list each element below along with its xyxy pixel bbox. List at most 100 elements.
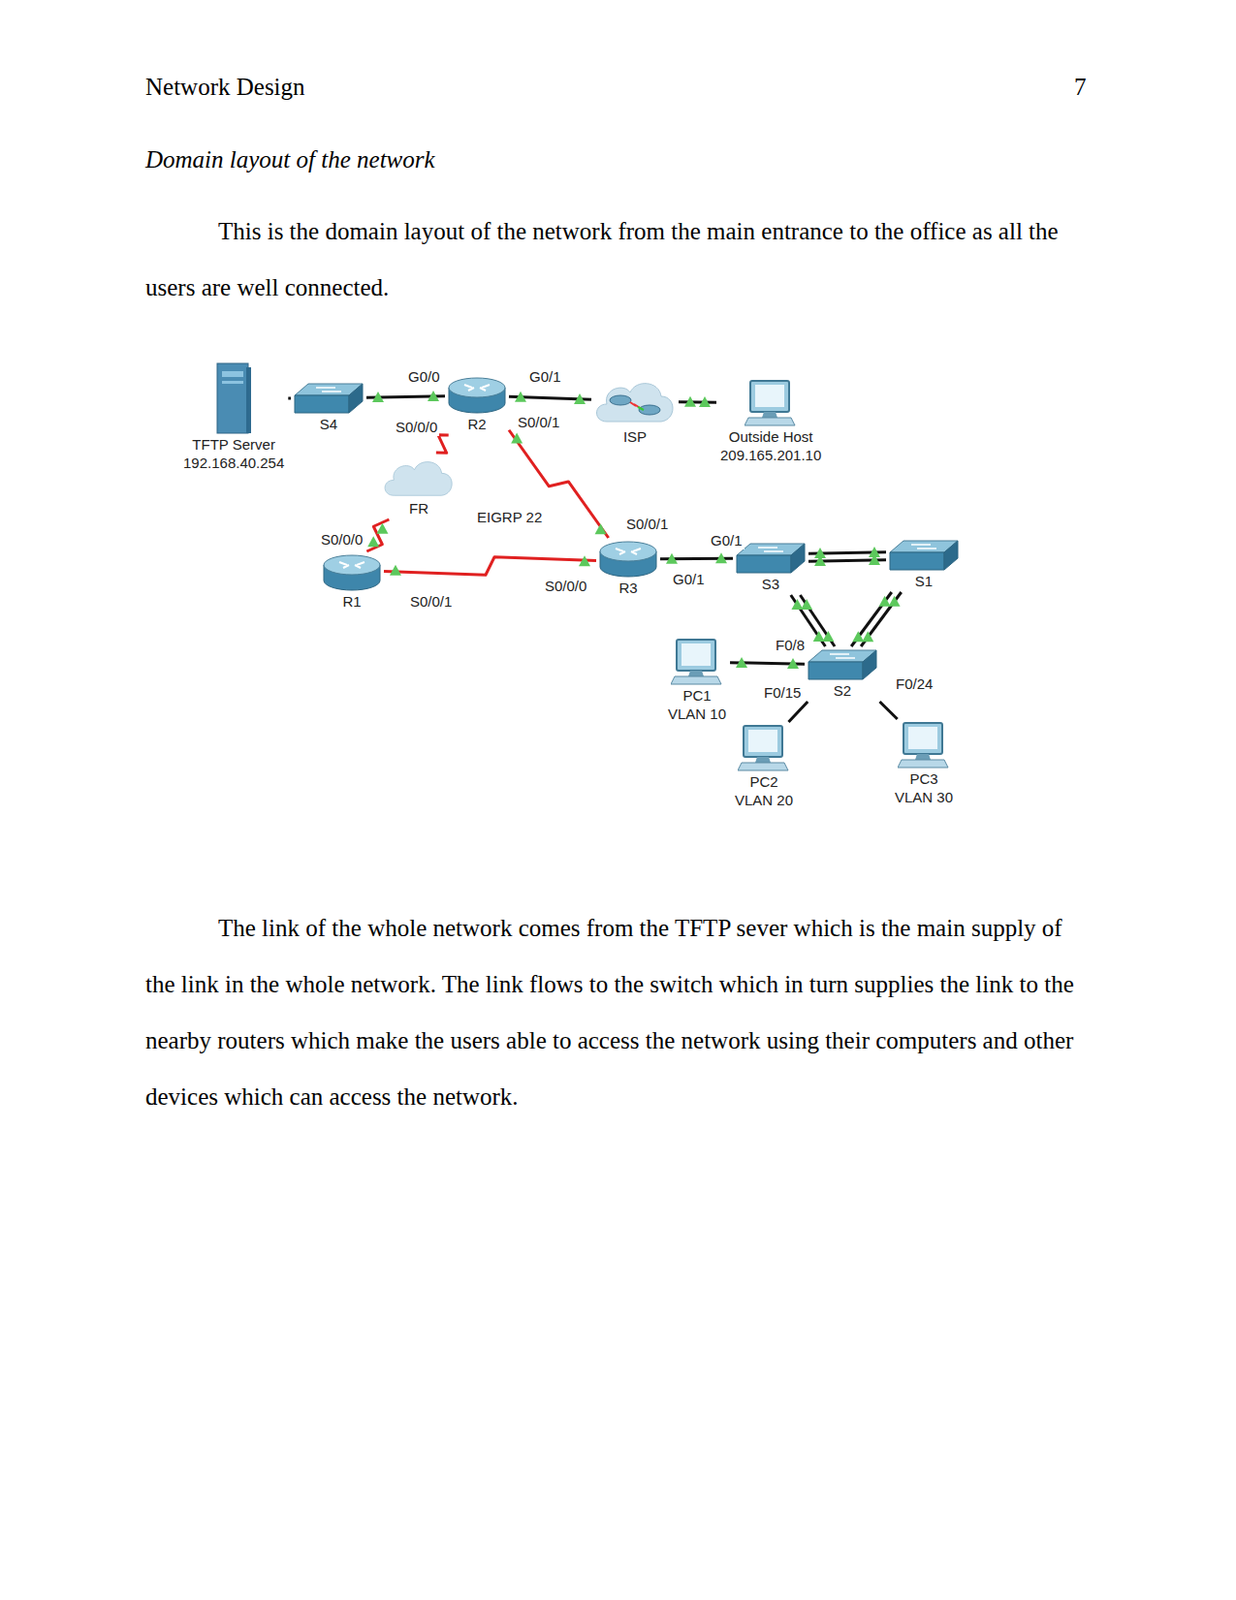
device-name: Outside Host [718, 427, 824, 446]
interface-label: S0/0/0 [393, 418, 440, 437]
network-device: TFTP Server192.168.40.254 [181, 361, 286, 473]
ethernet-link [660, 552, 733, 564]
serial-link [383, 555, 597, 576]
link-light [510, 433, 523, 444]
device-name: PC2 [732, 772, 795, 792]
link-light [861, 631, 874, 642]
ethernet-link [808, 554, 887, 567]
link-light [372, 391, 384, 403]
device-detail: VLAN 10 [665, 704, 729, 724]
pc-icon [670, 637, 724, 687]
protocol-label: EIGRP 22 [475, 508, 544, 527]
pc-icon [744, 379, 797, 428]
device-name: R2 [446, 414, 508, 434]
interface-label: S0/0/0 [318, 531, 365, 549]
device-detail: 192.168.40.254 [181, 453, 286, 473]
link-light [879, 596, 891, 607]
link-light [814, 555, 826, 567]
fr-icon [381, 454, 456, 500]
interface-label: S0/0/1 [408, 593, 454, 611]
ethernet-link [860, 592, 902, 647]
switch-icon [292, 381, 365, 415]
link-light [684, 396, 697, 408]
device-name: S4 [292, 414, 365, 434]
interface-label: S0/0/1 [624, 515, 670, 534]
link-light [791, 599, 803, 610]
body-paragraph: This is the domain layout of the network… [145, 203, 1078, 317]
device-name: PC1 [665, 686, 729, 705]
serial-link [436, 435, 449, 454]
link-light [852, 631, 864, 642]
serial-link [366, 519, 389, 552]
link-light [735, 657, 748, 668]
running-head: Network Design [145, 59, 306, 116]
link-light [715, 552, 728, 564]
section-heading: Domain layout of the network [145, 131, 436, 189]
ethernet-link [729, 657, 805, 669]
ethernet-link [851, 592, 892, 647]
switch-icon [734, 541, 807, 575]
interface-label: F0/15 [761, 684, 803, 702]
link-light [427, 390, 440, 402]
link-light [822, 631, 834, 642]
network-device: Outside Host209.165.201.10 [718, 379, 824, 465]
ethernet-link [788, 701, 808, 723]
router-icon [598, 539, 659, 579]
network-device: R2 [446, 376, 508, 434]
link-light [595, 523, 607, 535]
device-name: S3 [734, 574, 807, 594]
device-name: PC3 [892, 769, 955, 789]
device-detail: VLAN 20 [732, 791, 795, 810]
network-device: ISP [593, 375, 677, 446]
link-light [698, 396, 711, 408]
interface-label: G0/1 [670, 570, 707, 589]
device-name: R3 [598, 578, 659, 598]
interface-label: S0/0/1 [515, 413, 562, 432]
ethernet-link [879, 701, 897, 720]
switch-icon [806, 648, 879, 682]
body-paragraph: The link of the whole network comes from… [145, 900, 1078, 1126]
link-light [813, 631, 825, 642]
router-icon [446, 376, 508, 415]
device-name: S1 [887, 571, 960, 591]
page-number: 7 [1074, 59, 1087, 116]
ethernet-link [678, 396, 717, 408]
device-name: R1 [321, 592, 382, 611]
switch-icon [887, 538, 960, 572]
router-icon [321, 553, 382, 593]
network-device: PC3VLAN 30 [892, 721, 955, 807]
device-name: FR [381, 499, 456, 518]
device-detail: 209.165.201.10 [718, 445, 824, 465]
network-device: S3 [734, 541, 807, 594]
link-light [573, 393, 586, 405]
pc-icon [897, 721, 951, 770]
link-light [367, 536, 380, 547]
device-name: TFTP Server [181, 435, 286, 454]
network-device: R1 [321, 553, 382, 611]
ethernet-link [508, 391, 592, 405]
ethernet-link [287, 398, 291, 400]
network-device: S2 [806, 648, 879, 700]
link-light [787, 658, 799, 669]
network-device: PC2VLAN 20 [732, 724, 795, 810]
device-name: ISP [593, 427, 677, 446]
link-light [514, 391, 527, 403]
interface-label: F0/24 [893, 675, 935, 694]
network-device: S4 [292, 381, 365, 434]
interface-label: S0/0/0 [542, 577, 589, 596]
link-light [868, 554, 881, 566]
interface-label: F0/8 [773, 636, 807, 655]
device-detail: VLAN 30 [892, 788, 955, 807]
link-light [389, 565, 402, 576]
pc-icon [737, 724, 791, 773]
network-device: S1 [887, 538, 960, 591]
network-device: FR [381, 454, 456, 518]
network-device: PC1VLAN 10 [665, 637, 729, 724]
network-device: R3 [598, 539, 659, 598]
interface-label: G0/1 [527, 368, 564, 386]
device-name: S2 [806, 681, 879, 700]
link-light [800, 599, 813, 610]
link-light [888, 596, 901, 607]
link-light [376, 523, 388, 535]
link-light [578, 555, 591, 567]
